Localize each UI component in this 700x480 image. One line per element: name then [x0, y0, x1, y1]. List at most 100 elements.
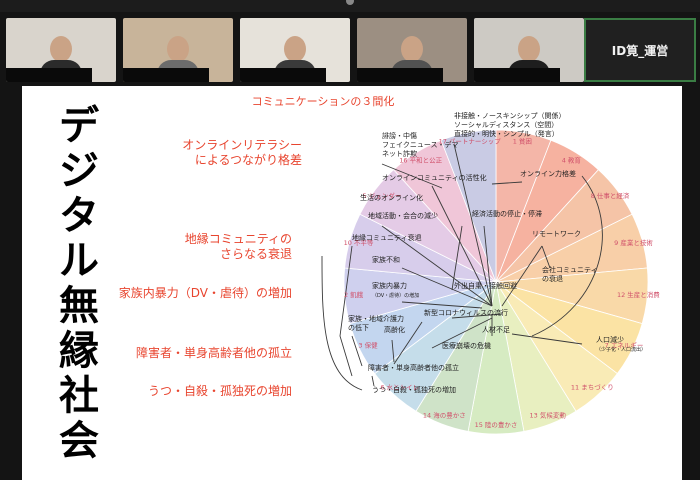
participant-name-bar [357, 68, 443, 82]
sdg-sector-label: 16 平和と公正 [399, 155, 442, 164]
causal-arrow [453, 143, 493, 307]
causal-arrow [339, 245, 353, 377]
diagram-node: 家族内暴力 [372, 281, 407, 290]
title-char: デ [59, 103, 99, 149]
title-char: ル [59, 238, 99, 284]
sdg-sector-label: 6 水とトイレ [380, 383, 419, 392]
diagram-node: の衰退 [542, 274, 563, 283]
causal-arrow [391, 339, 395, 363]
sdg-sector-label: 3 保健 [358, 341, 378, 350]
diagram-node: 経済活動の停止・停滞 [472, 209, 542, 218]
diagram-node: リモートワーク [532, 230, 581, 238]
drag-handle[interactable] [346, 0, 354, 5]
causal-arrow [491, 181, 523, 185]
title-char: 社 [59, 373, 99, 419]
diagram-node: うつ・自殺・孤独死の増加 [372, 385, 456, 394]
causal-arrow [351, 335, 363, 367]
causal-arrow [451, 225, 463, 291]
diagram-node: 医療崩壊の危機 [442, 341, 491, 350]
sdg-sector-label: 8 仕事と経済 [591, 191, 630, 200]
shared-slide: デジタル無縁社会 コミュニケーションの３間化 オンラインリテラシー によるつなが… [22, 86, 682, 480]
causal-arrow [501, 245, 543, 307]
title-char: 無 [59, 283, 99, 329]
participant-gallery [0, 14, 700, 86]
title-char: 会 [59, 418, 99, 464]
title-char: 縁 [59, 328, 99, 374]
issue-top: コミュニケーションの３間化 [251, 95, 395, 108]
diagram-node: ソーシャルディスタンス（空間） [454, 120, 558, 129]
diagram-node: 生活のオンライン化 [360, 193, 423, 202]
diagram-node: 直接的・明快・シンプル（発言） [454, 129, 559, 138]
sdg-sector-label: 1 貧困 [513, 136, 532, 145]
sdg-sector-label: 17 パートナーシップ [439, 137, 502, 145]
self-name-label: ID筧_運営 [611, 43, 669, 58]
title-char: ジ [59, 148, 99, 194]
causal-arrow [371, 375, 375, 387]
sdg-sector-label: 13 気候変動 [530, 410, 567, 419]
self-video-tile[interactable]: ID筧_運営 [584, 18, 696, 82]
diagram-node: 地縁コミュニティ衰退 [352, 233, 422, 242]
causal-arrow [321, 255, 363, 391]
sdg-sector-label: 7 エネルギー [605, 342, 644, 350]
participant-tile[interactable] [357, 18, 467, 82]
participant-tile[interactable] [6, 18, 116, 82]
sdg-sector-label: 11 まちづくり [571, 383, 614, 392]
causal-arrow [531, 175, 603, 337]
participant-name-bar [240, 68, 326, 82]
causal-arrow [431, 185, 493, 307]
diagram-node: 人口減少 [596, 335, 624, 344]
diagram-node: 誹謗・中傷 [382, 131, 417, 140]
causal-arrows [321, 143, 603, 391]
participant-tile[interactable] [240, 18, 350, 82]
causal-arrow [483, 225, 493, 307]
issue-violence: 家族内暴力（DV・虐待）の増加 [118, 286, 292, 300]
causal-arrow [431, 317, 493, 349]
diagram-node: 新型コロナウィルスの流行 [424, 308, 508, 317]
diagram-node: （DV・虐待）の増加 [372, 292, 419, 299]
diagram-node: 地域活動・会合の減少 [368, 211, 438, 220]
diagram-node: 人材不足 [482, 325, 510, 334]
participant-tile[interactable] [123, 18, 233, 82]
diagram-node: 家族不和 [372, 255, 400, 264]
diagram-node: フェイクニュース・デマ [382, 140, 459, 149]
participant-name-bar [474, 68, 560, 82]
sdg-sector-label: 14 海の豊かさ [423, 410, 466, 419]
diagram-node: 外出自粛・接触回避 [454, 281, 517, 290]
diagram-node: （少子化・人口流出） [596, 346, 646, 353]
participant-name-bar [6, 68, 92, 82]
diagram-node: 高齢化 [384, 325, 405, 334]
title-char: タ [59, 193, 99, 239]
diagram-node: 障害者・単身高齢者他の孤立 [368, 363, 459, 372]
sdg-sector-label: 9 産業と技術 [614, 238, 653, 247]
causal-arrow [401, 267, 493, 307]
sdg-sector-label: 10 不平等 [344, 238, 374, 247]
diagram-node: 家族・地域介護力 [348, 314, 404, 323]
diagram-nodes: 非接触・ノースキンシップ（関係）ソーシャルディスタンス（空間）直接的・明快・シン… [348, 111, 646, 394]
issue-suicide: うつ・自殺・孤独死の増加 [147, 384, 292, 398]
diagram-node: 会社コミュニティ [542, 265, 598, 274]
issue-isolation: 障害者・単身高齢者他の孤立 [135, 346, 292, 360]
sdg-sector-label: 4 教育 [562, 155, 582, 164]
diagram-node: 非接触・ノースキンシップ（関係） [454, 111, 565, 120]
causal-arrow [393, 321, 423, 365]
diagram-node: の低下 [348, 323, 369, 332]
causal-arrow [401, 301, 483, 309]
sdg-sector-wheel [343, 129, 649, 435]
sdg-sector-label: 15 陸の豊かさ [475, 420, 518, 429]
causal-arrow [381, 163, 443, 189]
causal-arrow [541, 245, 551, 269]
participant-tile[interactable] [474, 18, 584, 82]
diagram-node: ネット詐欺 [382, 149, 417, 158]
window-top-strip [0, 0, 700, 12]
causal-arrow [381, 225, 493, 307]
causal-arrow [511, 333, 583, 345]
sdg-sector-label: 5 ジェンダー [363, 191, 402, 200]
diagram-node: オンライン力格差 [520, 169, 576, 178]
causal-arrow [451, 313, 503, 319]
participant-name-bar [123, 68, 209, 82]
issue-community: 地縁コミュニティの さらなる衰退 [184, 232, 292, 261]
diagram-node: オンラインコミュニティの活性化 [382, 173, 487, 182]
slide-vertical-title: デジタル無縁社会 [56, 104, 102, 464]
